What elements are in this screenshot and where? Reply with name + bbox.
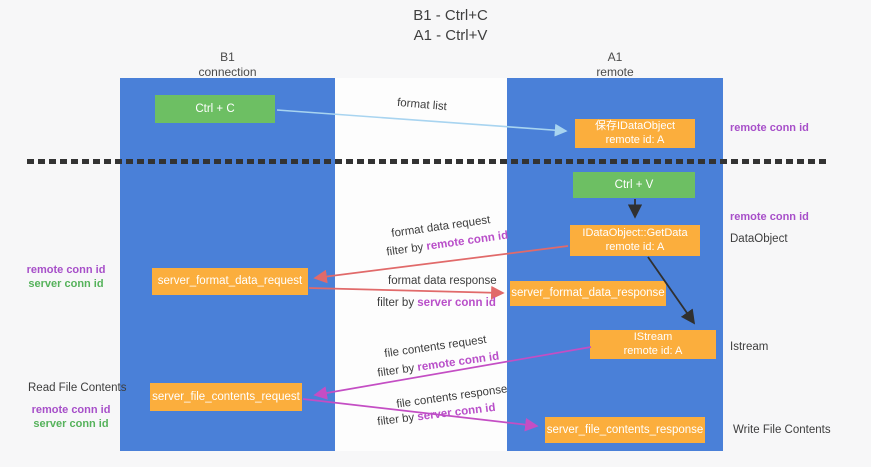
- ctrl-v-box: Ctrl + V: [573, 172, 695, 198]
- server-format-data-request-box: server_format_data_request: [152, 268, 308, 295]
- idataobject-getdata-box: IDataObject::GetData remote id: A: [570, 225, 700, 256]
- left-remote-conn-id-label-2: remote conn id: [31, 404, 111, 416]
- server-conn-id-text: server conn id: [417, 297, 496, 309]
- server-file-contents-response-label: server_file_contents_response: [546, 423, 704, 436]
- right-remote-conn-id-label-2: remote conn id: [730, 211, 809, 223]
- left-server-conn-id-label-2: server conn id: [33, 418, 109, 430]
- istream-line1: IStream: [633, 330, 673, 343]
- server-file-contents-request-label: server_file_contents_request: [152, 390, 300, 403]
- diagram-title: B1 - Ctrl+C A1 - Ctrl+V: [15, 6, 871, 47]
- diagram-title-line2: A1 - Ctrl+V: [413, 27, 488, 45]
- server-file-contents-request-box: server_file_contents_request: [150, 383, 302, 411]
- server-file-contents-response-box: server_file_contents_response: [545, 417, 705, 443]
- getdata-line2: remote id: A: [605, 240, 665, 253]
- dataobject-label: DataObject: [730, 233, 788, 245]
- getdata-line1: IDataObject::GetData: [582, 226, 688, 239]
- ctrl-c-box: Ctrl + C: [155, 95, 275, 123]
- lifeline-a1-subtitle: remote: [596, 65, 634, 79]
- save-idataobject-line1: 保存IDataObject: [594, 119, 676, 132]
- right-remote-conn-id-label-1: remote conn id: [730, 122, 809, 134]
- read-file-contents-label: Read File Contents: [28, 382, 127, 394]
- lifeline-header-b1: B1 connection: [120, 50, 335, 80]
- left-conn-id-group-upper: remote conn id server conn id: [25, 263, 107, 291]
- istream-line2: remote id: A: [623, 344, 683, 357]
- lifeline-b1-title: B1: [220, 50, 235, 64]
- lifeline-header-a1: A1 remote: [507, 50, 723, 80]
- server-format-data-response-box: server_format_data_response: [510, 281, 666, 306]
- lifeline-a1-title: A1: [607, 50, 623, 64]
- istream-box: IStream remote id: A: [590, 330, 716, 359]
- write-file-contents-label: Write File Contents: [733, 424, 831, 436]
- server-format-data-response-label: server_format_data_response: [511, 287, 665, 300]
- save-idataobject-line2: remote id: A: [605, 133, 665, 146]
- filter-by-server-conn-id-label-1: filter by server conn id: [377, 297, 496, 309]
- diagram-title-line1: B1 - Ctrl+C: [413, 7, 488, 24]
- ctrl-v-label: Ctrl + V: [614, 178, 654, 191]
- left-remote-conn-id-label-1: remote conn id: [26, 264, 106, 276]
- filter-by-text: filter by: [377, 297, 415, 309]
- lifeline-b1-subtitle: connection: [198, 65, 257, 79]
- left-server-conn-id-label-1: server conn id: [28, 278, 104, 290]
- istream-side-label: Istream: [730, 341, 769, 353]
- dashed-separator: [27, 159, 830, 164]
- server-format-data-request-label: server_format_data_request: [157, 275, 303, 288]
- left-conn-id-group-lower: remote conn id server conn id: [30, 403, 112, 431]
- format-data-response-label: format data response: [388, 275, 497, 287]
- ctrl-c-label: Ctrl + C: [195, 102, 235, 115]
- save-idataobject-box: 保存IDataObject remote id: A: [575, 119, 695, 148]
